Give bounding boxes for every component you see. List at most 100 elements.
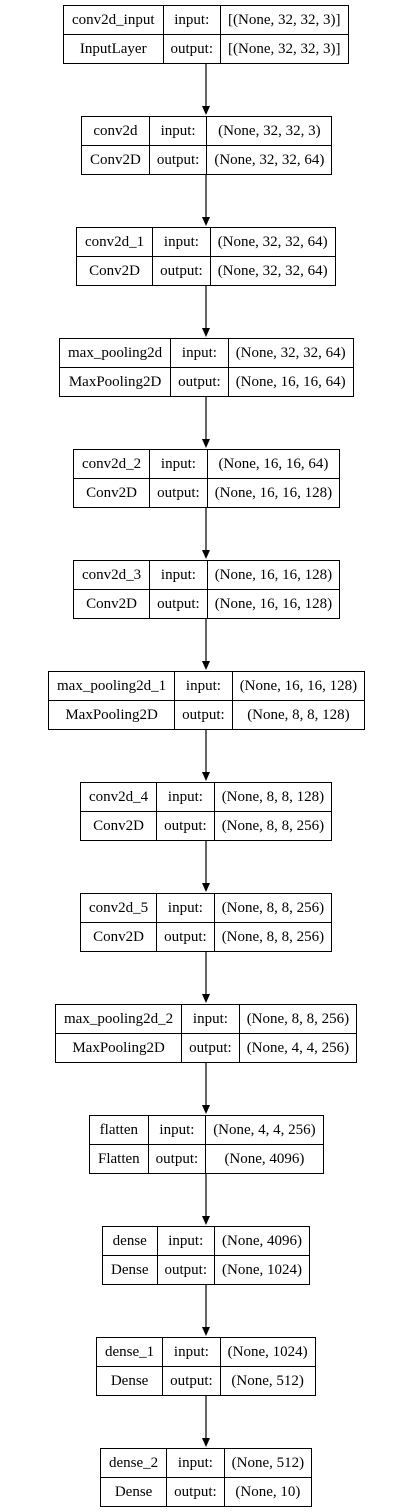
output-shape: (None, 32, 32, 64) (209, 256, 336, 286)
input-label: input: (174, 671, 233, 701)
layer-node-conv2d-2: conv2d_2 input: (None, 16, 16, 64) Conv2… (72, 449, 341, 508)
output-label: output: (152, 256, 211, 286)
arrowhead-icon (202, 550, 210, 559)
input-shape: (None, 512) (223, 1448, 313, 1478)
input-label: input: (166, 1448, 225, 1478)
input-label: input: (170, 338, 229, 368)
layer-name: conv2d_3 (72, 560, 151, 590)
input-shape: (None, 1024) (219, 1337, 316, 1367)
layer-name: conv2d_input (63, 5, 164, 35)
arrowhead-icon (202, 217, 210, 226)
output-shape: (None, 16, 16, 128) (206, 589, 341, 619)
output-label: output: (170, 367, 229, 397)
output-shape: (None, 16, 16, 128) (206, 478, 341, 508)
output-label: output: (149, 589, 208, 619)
layer-node-max-pooling2d: max_pooling2d input: (None, 32, 32, 64) … (58, 338, 354, 397)
layer-type: Dense (95, 1366, 164, 1396)
output-shape: (None, 8, 8, 256) (213, 922, 333, 952)
layer-node-conv2d-4: conv2d_4 input: (None, 8, 8, 128) Conv2D… (79, 782, 333, 841)
layer-name: max_pooling2d_1 (47, 671, 176, 701)
layer-node-dense: dense input: (None, 4096) Dense output: … (102, 1226, 310, 1285)
layer-node-dense-2: dense_2 input: (None, 512) Dense output:… (99, 1448, 313, 1507)
output-label: output: (162, 1366, 221, 1396)
output-label: output: (156, 922, 215, 952)
layer-node-conv2d-input: conv2d_input input: [(None, 32, 32, 3)] … (63, 5, 349, 64)
input-shape: (None, 8, 8, 256) (238, 1004, 358, 1034)
input-label: input: (149, 449, 208, 479)
layer-type: MaxPooling2D (54, 1033, 183, 1063)
input-label: input: (149, 560, 208, 590)
layer-type: Conv2D (79, 922, 158, 952)
output-shape: (None, 512) (219, 1366, 316, 1396)
layer-name: conv2d_5 (79, 893, 158, 923)
arrowhead-icon (202, 439, 210, 448)
layer-node-conv2d-3: conv2d_3 input: (None, 16, 16, 128) Conv… (72, 560, 341, 619)
output-label: output: (181, 1033, 240, 1063)
output-shape: (None, 8, 8, 128) (231, 700, 366, 730)
output-shape: (None, 10) (223, 1477, 313, 1507)
layer-name: flatten (89, 1115, 149, 1145)
input-shape: (None, 8, 8, 128) (213, 782, 333, 812)
arrowhead-icon (202, 1216, 210, 1225)
input-shape: (None, 16, 16, 128) (231, 671, 366, 701)
input-shape: (None, 32, 32, 3) (206, 116, 333, 146)
input-shape: (None, 4, 4, 256) (205, 1115, 324, 1145)
layer-name: conv2d_4 (79, 782, 158, 812)
output-label: output: (156, 1255, 216, 1285)
output-label: output: (166, 1477, 225, 1507)
arrowhead-icon (202, 994, 210, 1003)
input-label: input: (152, 227, 211, 257)
layer-name: dense_2 (99, 1448, 168, 1478)
layer-node-conv2d-5: conv2d_5 input: (None, 8, 8, 256) Conv2D… (79, 893, 333, 952)
output-label: output: (147, 1144, 207, 1174)
output-label: output: (148, 145, 208, 175)
layer-type: Conv2D (72, 589, 151, 619)
input-shape: (None, 16, 16, 64) (206, 449, 341, 479)
layer-type: InputLayer (63, 34, 164, 64)
layer-name: dense (102, 1226, 158, 1256)
input-label: input: (148, 116, 208, 146)
output-shape: [(None, 32, 32, 3)] (220, 34, 349, 64)
arrowhead-icon (202, 106, 210, 115)
input-shape: (None, 4096) (214, 1226, 310, 1256)
layer-node-conv2d: conv2d input: (None, 32, 32, 3) Conv2D o… (81, 116, 333, 175)
input-label: input: (147, 1115, 207, 1145)
layer-type: MaxPooling2D (47, 700, 176, 730)
layer-node-dense-1: dense_1 input: (None, 1024) Dense output… (95, 1337, 316, 1396)
output-shape: (None, 8, 8, 256) (213, 811, 333, 841)
layer-type: Dense (99, 1477, 168, 1507)
layer-name: conv2d_1 (75, 227, 154, 257)
input-shape: (None, 8, 8, 256) (213, 893, 333, 923)
layer-type: MaxPooling2D (58, 367, 172, 397)
arrowhead-icon (202, 328, 210, 337)
input-label: input: (156, 893, 215, 923)
layer-type: Conv2D (75, 256, 154, 286)
input-shape: (None, 32, 32, 64) (227, 338, 354, 368)
layer-type: Dense (102, 1255, 158, 1285)
arrowhead-icon (202, 1327, 210, 1336)
layer-type: Conv2D (72, 478, 151, 508)
layer-name: max_pooling2d (58, 338, 172, 368)
output-label: output: (156, 811, 215, 841)
layer-node-flatten: flatten input: (None, 4, 4, 256) Flatten… (89, 1115, 324, 1174)
input-shape: [(None, 32, 32, 3)] (220, 5, 349, 35)
input-label: input: (156, 782, 215, 812)
output-shape: (None, 1024) (214, 1255, 310, 1285)
layer-name: conv2d_2 (72, 449, 151, 479)
output-shape: (None, 32, 32, 64) (206, 145, 333, 175)
output-shape: (None, 4096) (205, 1144, 324, 1174)
layer-name: dense_1 (95, 1337, 164, 1367)
input-label: input: (181, 1004, 240, 1034)
arrowhead-icon (202, 1438, 210, 1447)
layer-name: max_pooling2d_2 (54, 1004, 183, 1034)
layer-name: conv2d (81, 116, 150, 146)
output-shape: (None, 4, 4, 256) (238, 1033, 358, 1063)
input-label: input: (162, 1337, 221, 1367)
layer-type: Conv2D (81, 145, 150, 175)
input-label: input: (156, 1226, 216, 1256)
output-shape: (None, 16, 16, 64) (227, 367, 354, 397)
layer-node-conv2d-1: conv2d_1 input: (None, 32, 32, 64) Conv2… (75, 227, 336, 286)
layer-node-max-pooling2d-1: max_pooling2d_1 input: (None, 16, 16, 12… (47, 671, 366, 730)
